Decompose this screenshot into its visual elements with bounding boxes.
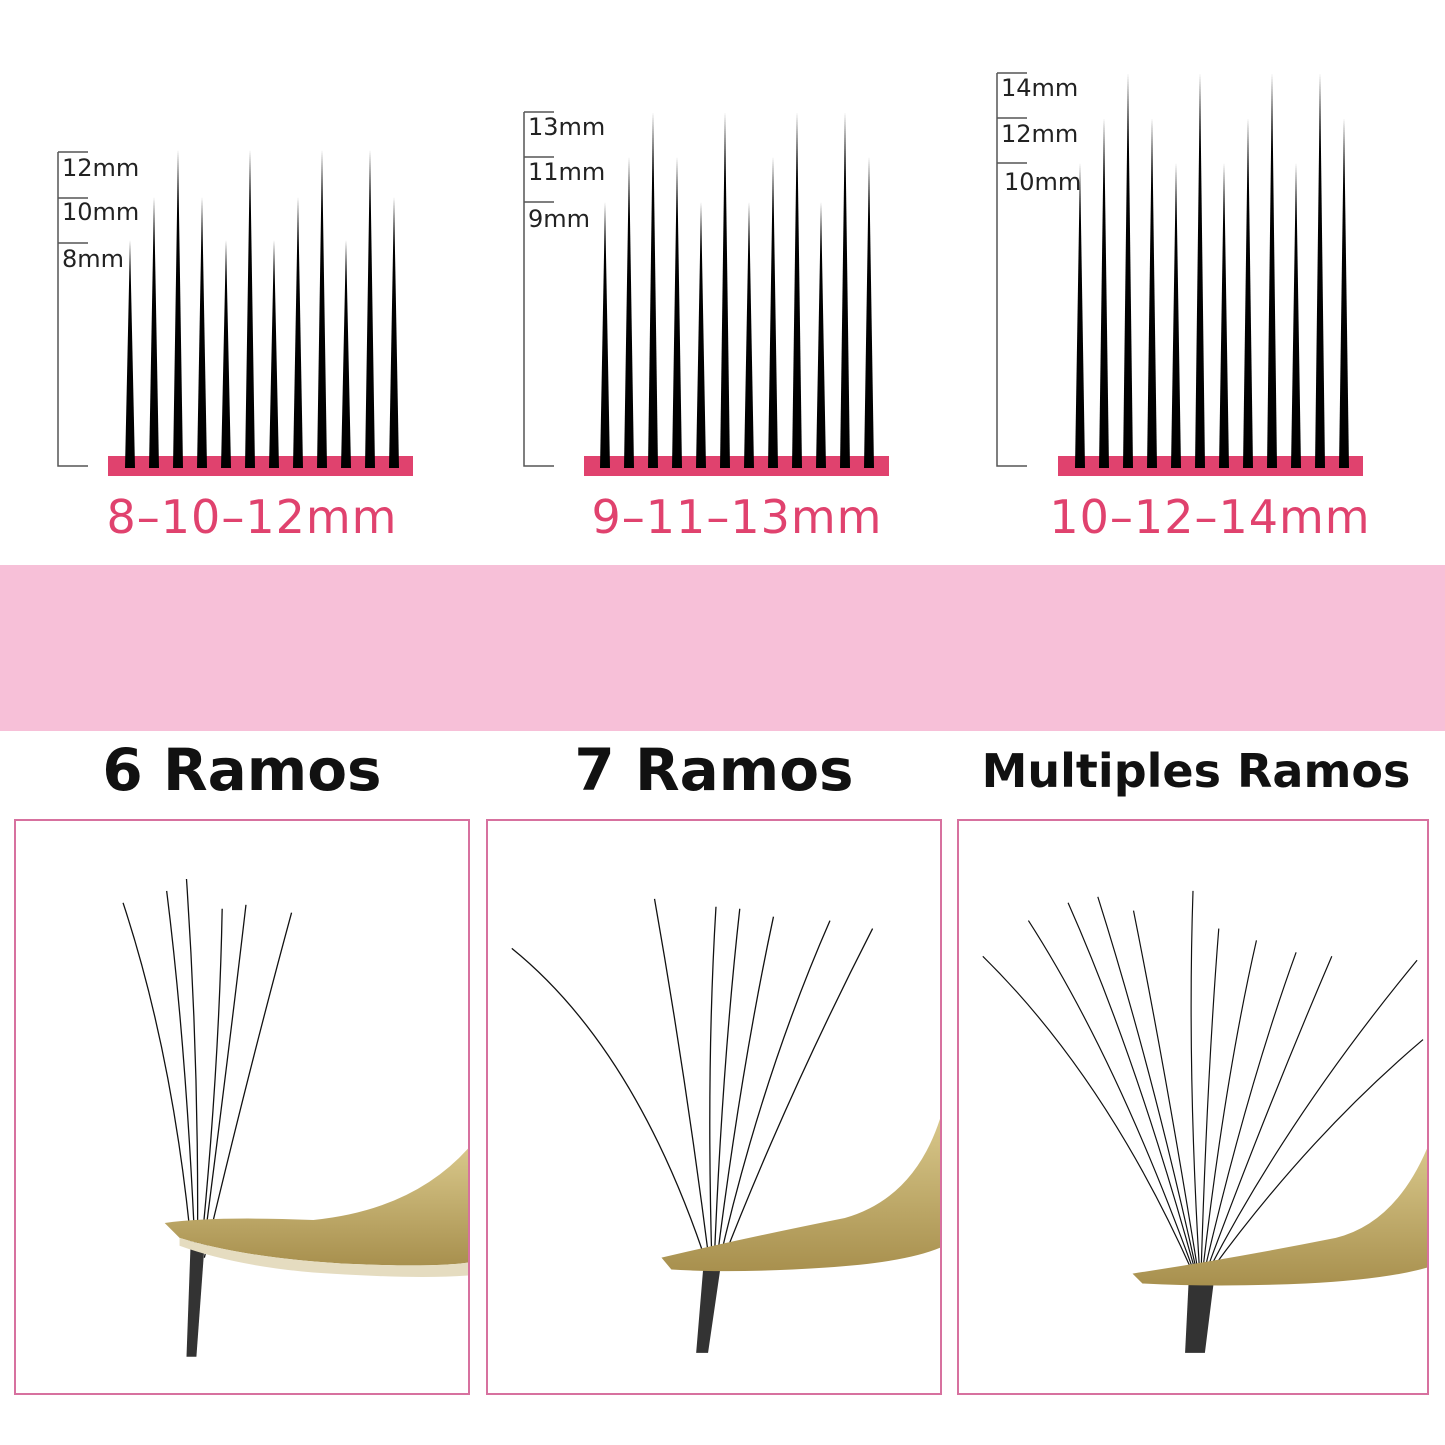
tick-label: 12mm <box>1001 120 1078 148</box>
length-scale <box>996 72 1027 467</box>
tick-label: 8mm <box>62 245 124 273</box>
lash-base-knot <box>1185 1273 1215 1353</box>
diagram-8-10-12: 12mm 10mm 8mm <box>57 150 413 476</box>
tweezer-edge <box>179 1237 468 1277</box>
lash-strands <box>511 898 874 1268</box>
tick-label: 11mm <box>528 158 605 186</box>
tweezer <box>164 1148 468 1266</box>
pink-divider-band <box>0 565 1445 731</box>
diagram-10-12-14: 14mm 12mm 10mm <box>996 72 1363 476</box>
lash-fan-illustration <box>982 890 1427 1353</box>
lash-base-strip <box>1058 456 1363 476</box>
tick-label: 10mm <box>1004 168 1081 196</box>
photo-multiples-ramos <box>957 819 1429 1395</box>
tick-label: 12mm <box>62 154 139 182</box>
lash-fan-illustration <box>122 878 468 1357</box>
lash-strands <box>122 878 293 1258</box>
tick-label: 10mm <box>62 198 139 226</box>
diagram-9-11-13: 13mm 11mm 9mm <box>523 111 889 476</box>
tweezer <box>661 1118 940 1272</box>
lash-base-knot <box>186 1247 205 1357</box>
lash-strands <box>982 890 1424 1278</box>
lash-length-diagrams: 12mm 10mm 8mm 13mm 11mm 9mm <box>57 72 1363 476</box>
length-scale <box>57 151 88 467</box>
lash-base-strip <box>584 456 889 476</box>
range-label: 9–11–13mm <box>591 490 883 544</box>
lash-fan-illustration <box>511 898 940 1353</box>
group-title-7-ramos: 7 Ramos <box>574 736 854 804</box>
lash-base-knot <box>696 1257 722 1353</box>
lash-spikes <box>600 112 874 468</box>
group-title-6-ramos: 6 Ramos <box>102 736 382 804</box>
lash-base-strip <box>108 456 413 476</box>
lash-spikes <box>1075 73 1349 468</box>
lash-spikes <box>125 150 399 468</box>
range-label: 10–12–14mm <box>1049 490 1371 544</box>
tick-label: 13mm <box>528 113 605 141</box>
tick-label: 9mm <box>528 205 590 233</box>
tweezer <box>1132 1148 1427 1286</box>
group-title-multiples-ramos: Multiples Ramos <box>981 744 1411 798</box>
photo-6-ramos <box>14 819 470 1395</box>
tick-label: 14mm <box>1001 74 1078 102</box>
range-label: 8–10–12mm <box>106 490 398 544</box>
photo-7-ramos <box>486 819 942 1395</box>
length-scale <box>523 111 554 467</box>
